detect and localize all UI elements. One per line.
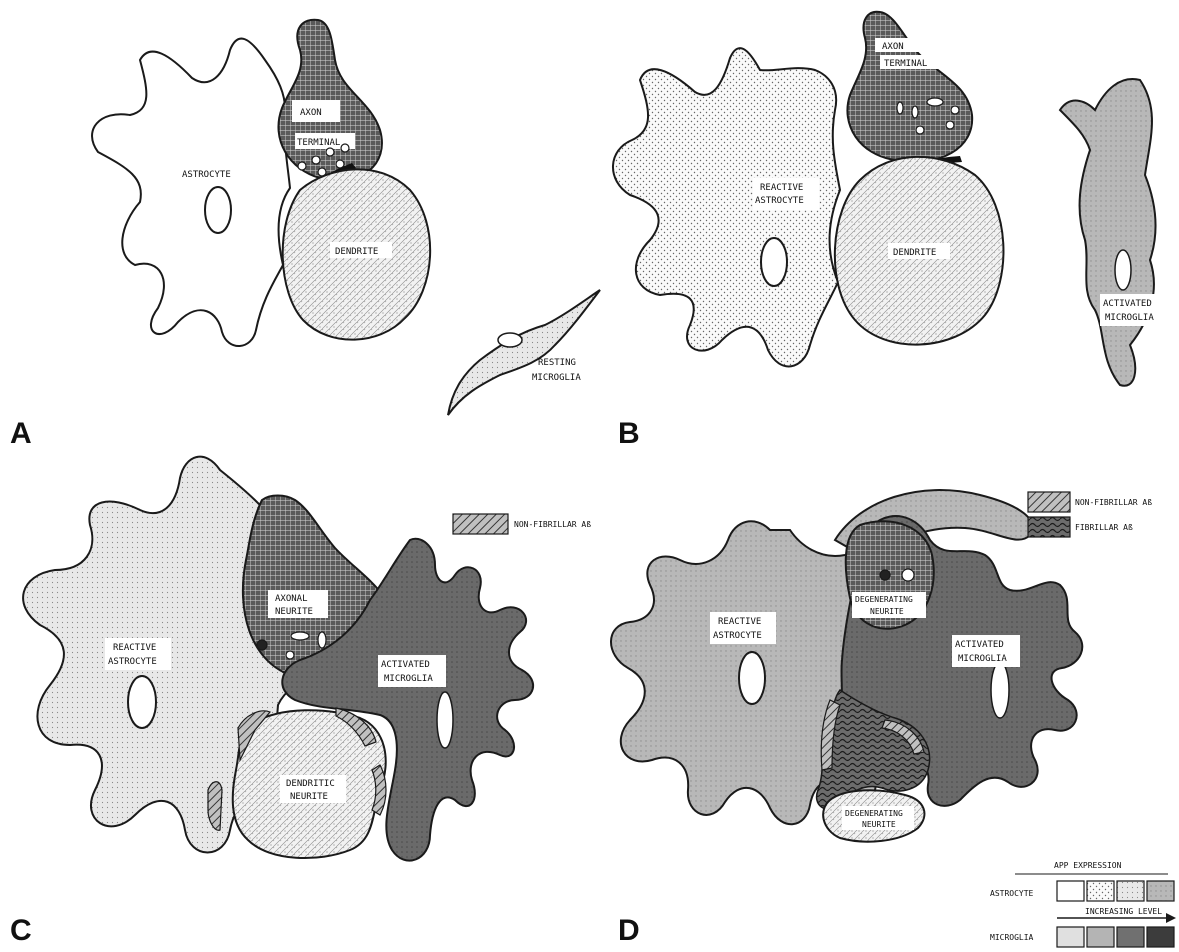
legend-label-non-fibrillar: NON-FIBRILLAR Aß xyxy=(514,520,591,529)
panel-letter-c: C xyxy=(10,914,32,947)
reactive-astrocyte-label-1: REACTIVE xyxy=(113,643,156,653)
degenerating-neurite-top-label-2: NEURITE xyxy=(870,607,904,616)
astrocyte-level-4 xyxy=(1147,881,1174,901)
resting-microglia-cell xyxy=(448,290,600,415)
axon-terminal-label-1: AXON xyxy=(300,108,322,118)
resting-microglia-label-2: MICROGLIA xyxy=(532,373,581,383)
astrocyte-level-2 xyxy=(1087,881,1114,901)
panel-letter-d: D xyxy=(618,914,640,947)
degenerating-neurite-bottom-label-1: DEGENERATING xyxy=(845,809,903,818)
dendritic-neurite-label-1: DENDRITIC xyxy=(286,779,335,789)
activated-microglia-label-1: ACTIVATED xyxy=(381,660,430,670)
reactive-astrocyte-label-1: REACTIVE xyxy=(718,617,761,627)
microglia-level-4 xyxy=(1147,927,1174,947)
activated-microglia-label-2: MICROGLIA xyxy=(384,674,433,684)
microglia-nucleus xyxy=(498,333,522,347)
activated-microglia-label-1: ACTIVATED xyxy=(955,640,1004,650)
resting-microglia-label-1: RESTING xyxy=(538,358,576,368)
axon-terminal-label-1: AXON xyxy=(882,42,904,52)
microglia-nucleus xyxy=(437,692,453,748)
app-key-title: APP EXPRESSION xyxy=(1054,861,1122,870)
legend-swatch-non-fibrillar xyxy=(453,514,508,534)
panel-a: AXON TERMINAL DENDRITE ASTROCYTE RESTING… xyxy=(10,20,600,450)
reactive-astrocyte-nucleus xyxy=(761,238,787,286)
panel-letter-a: A xyxy=(10,417,32,450)
reactive-astrocyte-label-2: ASTROCYTE xyxy=(108,657,157,667)
astrocyte-cell xyxy=(92,39,290,346)
dendrite-label: DENDRITE xyxy=(335,247,378,257)
axon-terminal xyxy=(847,12,972,162)
astrocyte-level-1 xyxy=(1057,881,1084,901)
reactive-astrocyte-nucleus xyxy=(128,676,156,728)
arrowhead-icon xyxy=(1166,913,1176,923)
app-key-row-astrocyte: ASTROCYTE xyxy=(990,889,1034,898)
reactive-astrocyte-nucleus xyxy=(739,652,765,704)
astrocyte-nucleus xyxy=(205,187,231,233)
app-key-row-microglia: MICROGLIA xyxy=(990,933,1034,942)
legend-label-non-fibrillar: NON-FIBRILLAR Aß xyxy=(1075,498,1152,507)
degenerating-neurite-top-label-1: DEGENERATING xyxy=(855,595,913,604)
panel-d: REACTIVE ASTROCYTE DEGENERATING NEURITE … xyxy=(611,490,1152,947)
legend-swatch-non-fibrillar xyxy=(1028,492,1070,512)
reactive-astrocyte-label-1: REACTIVE xyxy=(760,183,803,193)
app-expression-key: APP EXPRESSION ASTROCYTE INCREASING LEVE… xyxy=(990,861,1176,947)
activated-microglia-label-1: ACTIVATED xyxy=(1103,299,1152,309)
microglia-nucleus xyxy=(991,662,1009,718)
astrocyte-level-3 xyxy=(1117,881,1144,901)
activated-microglia-label-2: MICROGLIA xyxy=(958,654,1007,664)
axon-terminal-label-2: TERMINAL xyxy=(297,138,340,148)
microglia-nucleus xyxy=(1115,250,1131,290)
axonal-neurite-label-2: NEURITE xyxy=(275,607,313,617)
panel-letter-b: B xyxy=(618,417,640,450)
astrocyte-label: ASTROCYTE xyxy=(182,170,231,180)
dendritic-neurite-label-2: NEURITE xyxy=(290,792,328,802)
legend-label-fibrillar: FIBRILLAR Aß xyxy=(1075,523,1133,532)
activated-microglia-label-2: MICROGLIA xyxy=(1105,313,1154,323)
reactive-astrocyte-label-2: ASTROCYTE xyxy=(713,631,762,641)
microglia-level-3 xyxy=(1117,927,1144,947)
degenerating-neurite-bottom-label-2: NEURITE xyxy=(862,820,896,829)
dendrite-label: DENDRITE xyxy=(893,248,936,258)
reactive-astrocyte-label-2: ASTROCYTE xyxy=(755,196,804,206)
activated-microglia-cell xyxy=(1060,79,1155,386)
app-key-arrow-label: INCREASING LEVEL xyxy=(1085,907,1162,916)
microglia-level-2 xyxy=(1087,927,1114,947)
panel-c: REACTIVE ASTROCYTE AXONAL NEURITE ACTIVA… xyxy=(10,457,591,947)
axonal-neurite-label-1: AXONAL xyxy=(275,594,308,604)
panel-b: REACTIVE ASTROCYTE AXON TERMINAL DENDRIT… xyxy=(613,12,1168,450)
microglia-level-1 xyxy=(1057,927,1084,947)
axon-terminal-label-2: TERMINAL xyxy=(884,59,927,69)
legend-swatch-fibrillar xyxy=(1028,517,1070,537)
